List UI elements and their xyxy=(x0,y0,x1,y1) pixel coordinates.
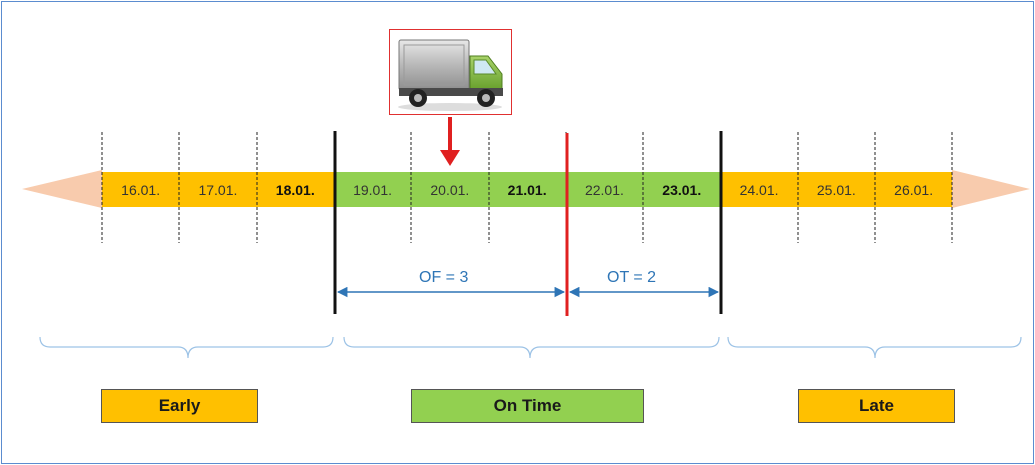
date-label: 25.01. xyxy=(817,182,856,198)
down-arrow-icon-head xyxy=(440,150,460,166)
late-brace xyxy=(727,336,1022,359)
early-brace xyxy=(39,336,334,359)
ot-label: OT = 2 xyxy=(607,269,656,286)
date-label: 18.01. xyxy=(276,182,315,198)
timeline-right-arrowhead xyxy=(952,170,1030,208)
ontime-band xyxy=(335,172,722,207)
date-labels: 16.01. 17.01. 18.01. 19.01. 20.01. 21.01. 22.0… xyxy=(121,182,933,198)
date-label: 22.01. xyxy=(585,182,624,198)
truck-icon xyxy=(398,39,503,111)
day-separators xyxy=(101,132,953,243)
date-label: 19.01. xyxy=(353,182,392,198)
date-label: 24.01. xyxy=(740,182,779,198)
date-label: 21.01. xyxy=(508,182,547,198)
early-band xyxy=(102,172,335,207)
early-category-box: Early xyxy=(101,389,258,423)
date-label: 16.01. xyxy=(121,182,160,198)
late-band xyxy=(722,172,952,207)
late-category-box: Late xyxy=(798,389,955,423)
ontime-category-box: On Time xyxy=(411,389,644,423)
date-label: 20.01. xyxy=(430,182,469,198)
truck-image-frame xyxy=(389,29,512,115)
date-label: 17.01. xyxy=(198,182,237,198)
timeline-left-arrowhead xyxy=(22,170,102,208)
date-label: 26.01. xyxy=(894,182,933,198)
of-label: OF = 3 xyxy=(419,269,468,286)
date-label: 23.01. xyxy=(662,182,701,198)
ontime-brace xyxy=(343,336,720,359)
